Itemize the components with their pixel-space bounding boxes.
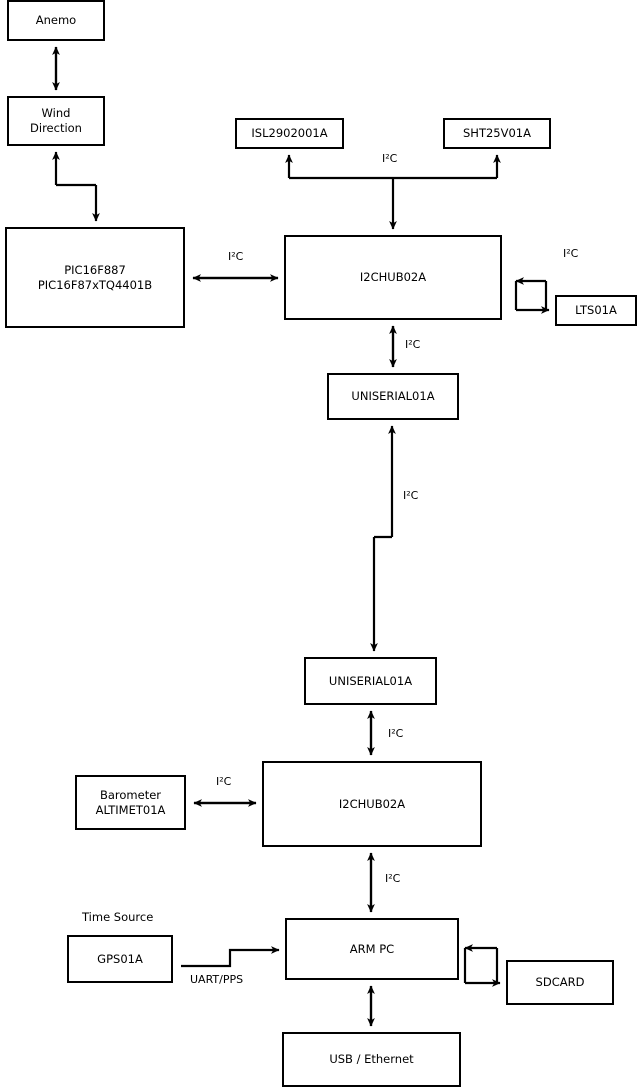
node-sdcard-label: SDCARD [535, 975, 585, 989]
edge-label-i2c-uniserial-hub2: I²C [388, 727, 404, 740]
node-i2chub02a-bottom[interactable]: I2CHUB02A [262, 761, 482, 847]
node-pic-microcontroller-label: PIC16F887 PIC16F87xTQ4401B [37, 262, 153, 292]
node-anemo[interactable]: Anemo [7, 0, 105, 41]
node-wind-direction[interactable]: Wind Direction [7, 96, 105, 146]
node-i2chub02a-top[interactable]: I2CHUB02A [284, 235, 502, 320]
node-gps01a[interactable]: GPS01A [67, 935, 173, 983]
edge-label-i2c-sensor-bus: I²C [382, 152, 398, 165]
node-uniserial01a-upper[interactable]: UNISERIAL01A [327, 373, 459, 420]
node-isl2902001a[interactable]: ISL2902001A [235, 118, 344, 149]
edge-label-i2c-pic-hub: I²C [228, 250, 244, 263]
node-sdcard[interactable]: SDCARD [506, 960, 614, 1005]
node-isl2902001a-label: ISL2902001A [251, 126, 328, 140]
node-lts01a-label: LTS01A [575, 303, 617, 317]
node-i2chub02a-bottom-label: I2CHUB02A [338, 796, 406, 811]
edge-label-i2c-uniserial-link: I²C [403, 489, 419, 502]
edge-label-i2c-hub2-arm: I²C [385, 872, 401, 885]
node-barometer-altimet01a[interactable]: Barometer ALTIMET01A [75, 775, 186, 830]
node-wind-direction-label: Wind Direction [30, 106, 82, 135]
edge-label-i2c-hub-uniserial: I²C [405, 338, 421, 351]
node-sht25v01a[interactable]: SHT25V01A [443, 118, 551, 149]
label-time-source: Time Source [82, 910, 154, 924]
edge-label-i2c-hub-lts: I²C [563, 247, 579, 260]
node-arm-pc-label: ARM PC [349, 941, 395, 956]
node-lts01a[interactable]: LTS01A [555, 295, 637, 326]
node-i2chub02a-top-label: I2CHUB02A [359, 270, 427, 284]
node-pic-microcontroller[interactable]: PIC16F887 PIC16F87xTQ4401B [5, 227, 185, 328]
wire-gps-arm-step [181, 946, 280, 968]
node-uniserial01a-lower-label: UNISERIAL01A [328, 673, 413, 688]
node-uniserial01a-upper-label: UNISERIAL01A [351, 389, 435, 403]
node-arm-pc[interactable]: ARM PC [285, 918, 459, 980]
node-usb-ethernet[interactable]: USB / Ethernet [282, 1032, 461, 1087]
node-usb-ethernet-label: USB / Ethernet [329, 1052, 414, 1066]
node-uniserial01a-lower[interactable]: UNISERIAL01A [304, 657, 437, 705]
node-gps01a-label: GPS01A [97, 951, 143, 966]
node-anemo-label: Anemo [35, 13, 77, 27]
edge-label-uart-pps: UART/PPS [190, 973, 244, 986]
node-sht25v01a-label: SHT25V01A [463, 126, 531, 140]
node-barometer-altimet01a-label: Barometer ALTIMET01A [95, 787, 166, 817]
edge-label-i2c-barometer-hub2: I²C [216, 775, 232, 788]
